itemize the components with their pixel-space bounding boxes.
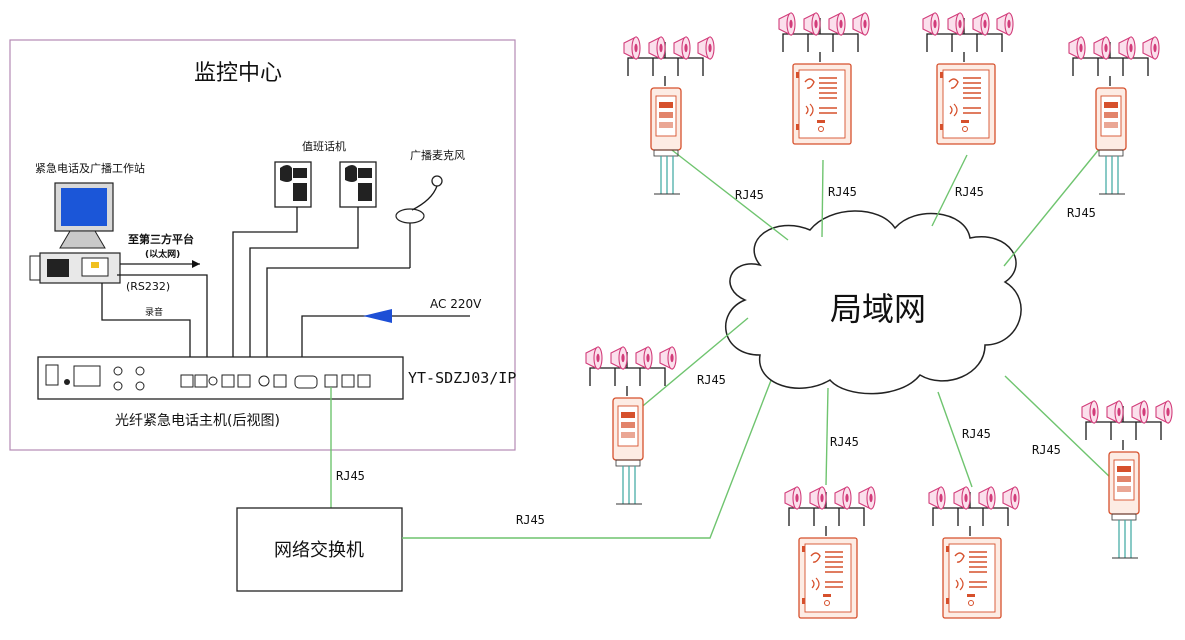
network-switch-box bbox=[236, 507, 403, 592]
emergency-phone-station bbox=[923, 13, 1013, 144]
duty-phone-label: 值班话机 bbox=[302, 139, 346, 153]
broadcast-microphone-icon bbox=[395, 175, 443, 268]
monitoring-center-title: 监控中心 bbox=[194, 61, 282, 86]
host-model-label: YT-SDZJ03/IP bbox=[408, 369, 516, 387]
rj45-label-station-4: RJ45 bbox=[1067, 206, 1096, 220]
rj45-label-station-1: RJ45 bbox=[735, 188, 764, 202]
emergency-phone-station bbox=[929, 487, 1019, 618]
monitoring-center-frame bbox=[9, 39, 516, 451]
rj45-label-host: RJ45 bbox=[336, 469, 365, 483]
duty-phone-icon bbox=[339, 161, 377, 208]
rj45-label-station-5: RJ45 bbox=[697, 373, 726, 387]
network-switch-label: 网络交换机 bbox=[274, 540, 364, 561]
rj45-label-station-2: RJ45 bbox=[828, 185, 857, 199]
rj45-label-station-6: RJ45 bbox=[830, 435, 859, 449]
rj45-label-switch: RJ45 bbox=[516, 513, 545, 527]
ac-power-label: AC 220V bbox=[430, 297, 482, 311]
emergency-phone-station bbox=[624, 37, 714, 194]
host-caption: 光纤紧急电话主机(后视图) bbox=[115, 413, 280, 429]
emergency-phone-station bbox=[779, 13, 869, 144]
rj45-label-station-7: RJ45 bbox=[962, 427, 991, 441]
recording-label: 录音 bbox=[145, 306, 163, 318]
ac-power-arrow bbox=[363, 309, 392, 323]
broadcast-mic-label: 广播麦克风 bbox=[410, 148, 465, 162]
lan-cloud bbox=[725, 210, 1022, 395]
emergency-phone-station bbox=[586, 347, 676, 504]
lan-label: 局域网 bbox=[830, 290, 926, 328]
workstation-label: 紧急电话及广播工作站 bbox=[35, 161, 145, 175]
rj45-label-station-3: RJ45 bbox=[955, 185, 984, 199]
rj45-label-station-8: RJ45 bbox=[1032, 443, 1061, 457]
emergency-phone-station bbox=[1082, 401, 1172, 558]
third-party-label: 至第三方平台 bbox=[128, 232, 194, 246]
duty-phone-icon bbox=[274, 161, 312, 208]
host-rear-panel bbox=[37, 356, 404, 400]
workstation-icon bbox=[29, 182, 121, 284]
ethernet-label: (以太网) bbox=[145, 248, 180, 260]
rs232-label: (RS232) bbox=[126, 280, 170, 293]
emergency-phone-station bbox=[785, 487, 875, 618]
